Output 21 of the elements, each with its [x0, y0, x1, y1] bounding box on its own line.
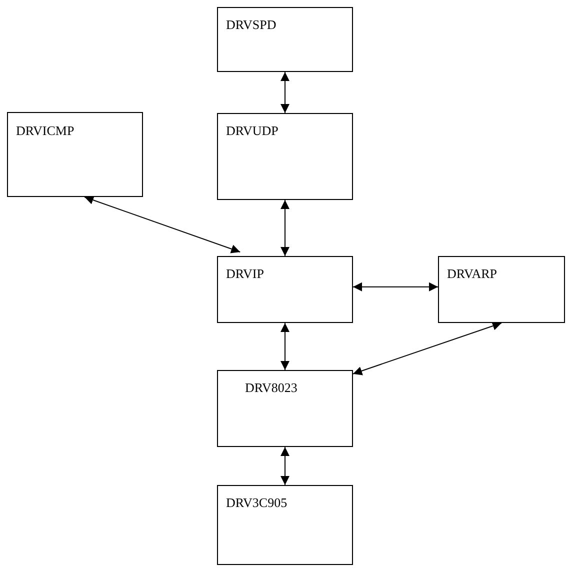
arrow	[280, 446, 290, 486]
process-box	[7, 112, 143, 197]
node-label: DRV3C905	[226, 495, 288, 511]
process-box	[217, 7, 353, 72]
arrow	[280, 72, 290, 114]
node-label: DRVSPD	[226, 17, 276, 33]
process-box	[438, 256, 565, 323]
arrow	[280, 200, 290, 256]
arrow	[84, 196, 241, 254]
node-label: DRV8023	[245, 380, 298, 396]
process-box	[217, 485, 353, 565]
arrow	[352, 282, 438, 292]
node-label: DRVARP	[447, 266, 498, 282]
process-box	[217, 113, 353, 200]
node-label: DRVIP	[226, 266, 264, 282]
node-label: DRVICMP	[16, 123, 74, 139]
arrow	[280, 322, 290, 370]
node-label: DRVUDP	[226, 123, 278, 139]
process-box	[217, 370, 353, 447]
process-box	[217, 256, 353, 323]
arrow	[352, 322, 502, 376]
